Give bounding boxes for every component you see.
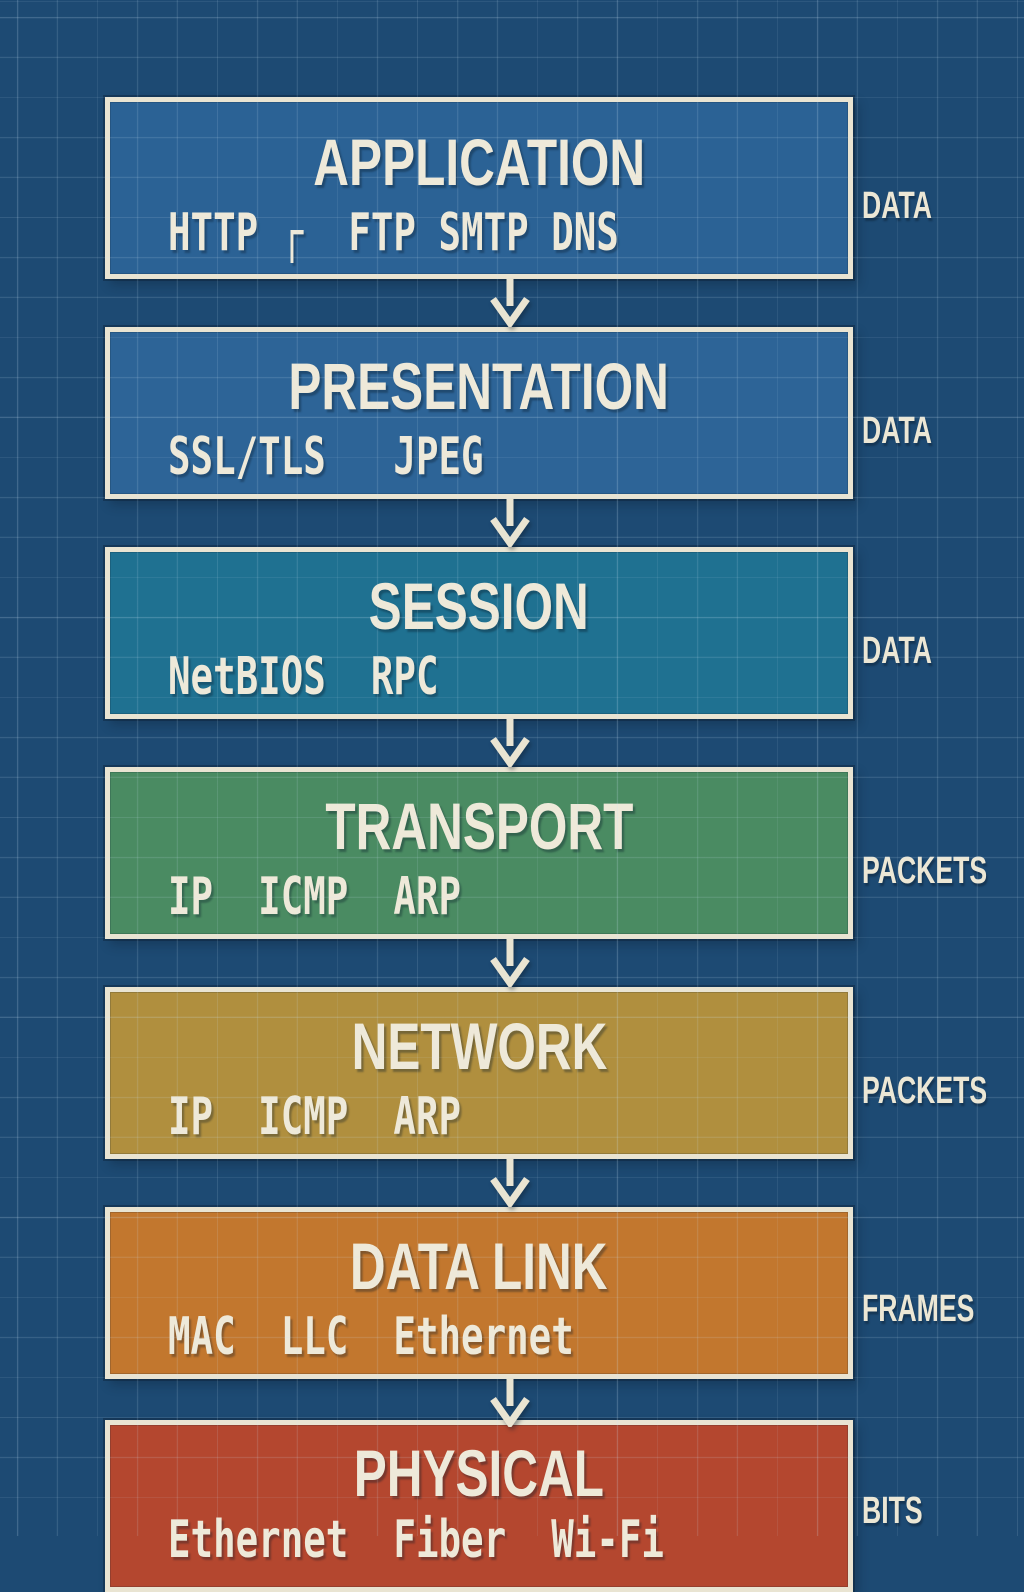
layer-protocols: MAC LLC Ethernet bbox=[168, 1307, 574, 1367]
pdu-label-data: DATA bbox=[862, 185, 932, 227]
layer-protocols: Ethernet Fiber Wi-Fi bbox=[168, 1510, 664, 1570]
layer-box-network: NETWORK IP ICMP ARP bbox=[105, 987, 853, 1159]
pdu-label-data: DATA bbox=[862, 410, 932, 452]
down-arrow-icon bbox=[490, 279, 530, 327]
down-arrow-icon bbox=[490, 1159, 530, 1207]
pdu-label-data: DATA bbox=[862, 630, 932, 672]
layer-box-presentation: PRESENTATION SSL/TLS JPEG bbox=[105, 327, 853, 499]
layer-box-physical: PHYSICAL Ethernet Fiber Wi-Fi bbox=[105, 1420, 853, 1592]
down-arrow-icon bbox=[490, 939, 530, 987]
down-arrow-icon bbox=[490, 1379, 530, 1427]
down-arrow-icon bbox=[490, 719, 530, 767]
pdu-label-frames: FRAMES bbox=[862, 1288, 975, 1330]
layer-protocols: IP ICMP ARP bbox=[168, 1087, 462, 1147]
layer-protocols: IP ICMP ARP bbox=[168, 867, 462, 927]
layer-box-application: APPLICATION HTTP ┌ FTP SMTP DNS bbox=[105, 97, 853, 279]
layer-title: NETWORK bbox=[351, 1009, 607, 1083]
layer-title: APPLICATION bbox=[313, 125, 645, 199]
layer-title: PHYSICAL bbox=[353, 1436, 605, 1510]
layer-protocols: SSL/TLS JPEG bbox=[168, 427, 484, 487]
pdu-label-packets: PACKETS bbox=[862, 1070, 988, 1112]
layer-box-data-link: DATA LINK MAC LLC Ethernet bbox=[105, 1207, 853, 1379]
layer-title: PRESENTATION bbox=[288, 349, 670, 423]
layer-title: TRANSPORT bbox=[324, 789, 633, 863]
layer-box-session: SESSION NetBIOS RPC bbox=[105, 547, 853, 719]
layer-title: DATA LINK bbox=[350, 1229, 608, 1303]
pdu-label-packets: PACKETS bbox=[862, 850, 988, 892]
pdu-label-bits: BITS bbox=[862, 1490, 923, 1532]
layer-box-transport: TRANSPORT IP ICMP ARP bbox=[105, 767, 853, 939]
layer-protocols: NetBIOS RPC bbox=[168, 647, 439, 707]
layer-protocols: HTTP ┌ FTP SMTP DNS bbox=[168, 203, 619, 263]
layer-title: SESSION bbox=[368, 569, 590, 643]
down-arrow-icon bbox=[490, 499, 530, 547]
